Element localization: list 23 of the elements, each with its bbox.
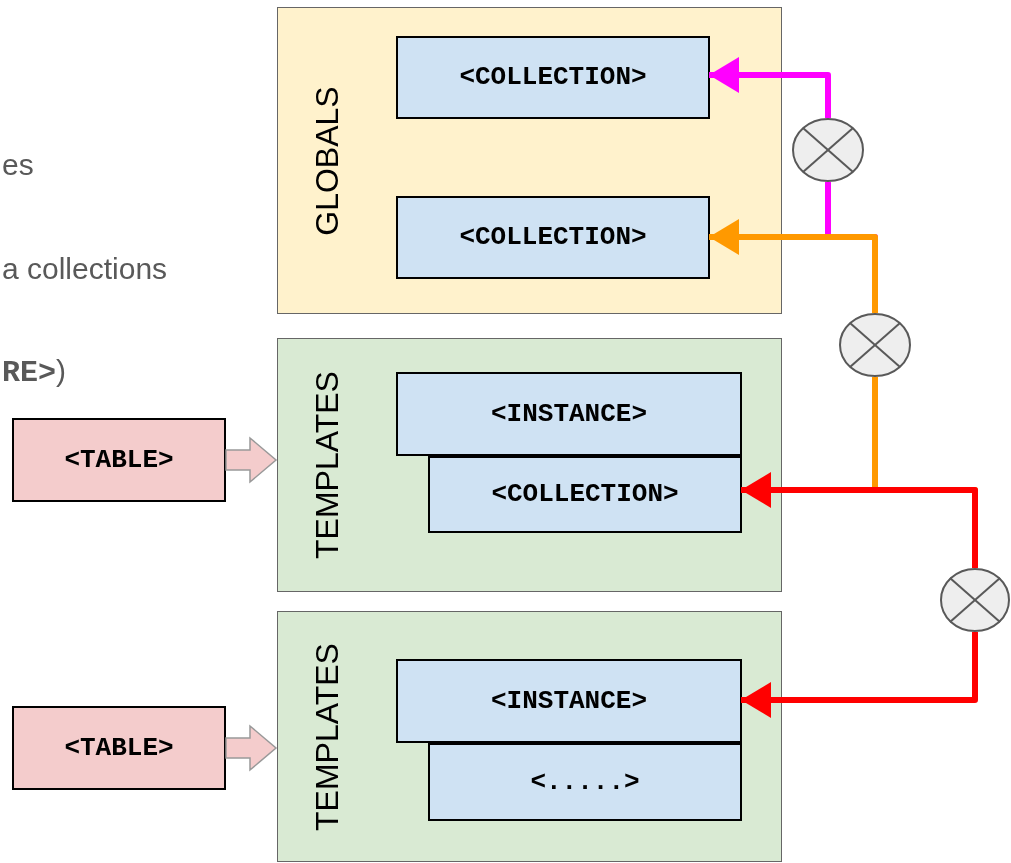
arrow (741, 472, 978, 568)
group-panel (277, 611, 782, 862)
label-box: <INSTANCE> (396, 659, 742, 743)
text-fragment: RE>) (2, 353, 66, 392)
label-box: <INSTANCE> (396, 372, 742, 456)
panel-title: GLOBALS (308, 85, 346, 236)
label-box: <.....> (428, 743, 742, 821)
arrow (741, 632, 978, 718)
panel-title: TEMPLATES (308, 642, 346, 831)
text-fragment: a collections (2, 251, 168, 287)
label-box: <COLLECTION> (396, 36, 710, 119)
group-panel (277, 7, 782, 314)
block-arrow (225, 436, 278, 484)
group-panel (277, 338, 782, 592)
block-arrow (225, 724, 278, 772)
panel-title: TEMPLATES (308, 371, 346, 559)
label-box: <COLLECTION> (396, 196, 710, 279)
text-fragment: es (2, 147, 34, 183)
label-box: <TABLE> (12, 706, 226, 790)
arrow (709, 219, 878, 313)
arrow (709, 57, 831, 118)
label-box: <TABLE> (12, 418, 226, 502)
label-box: <COLLECTION> (428, 456, 742, 533)
